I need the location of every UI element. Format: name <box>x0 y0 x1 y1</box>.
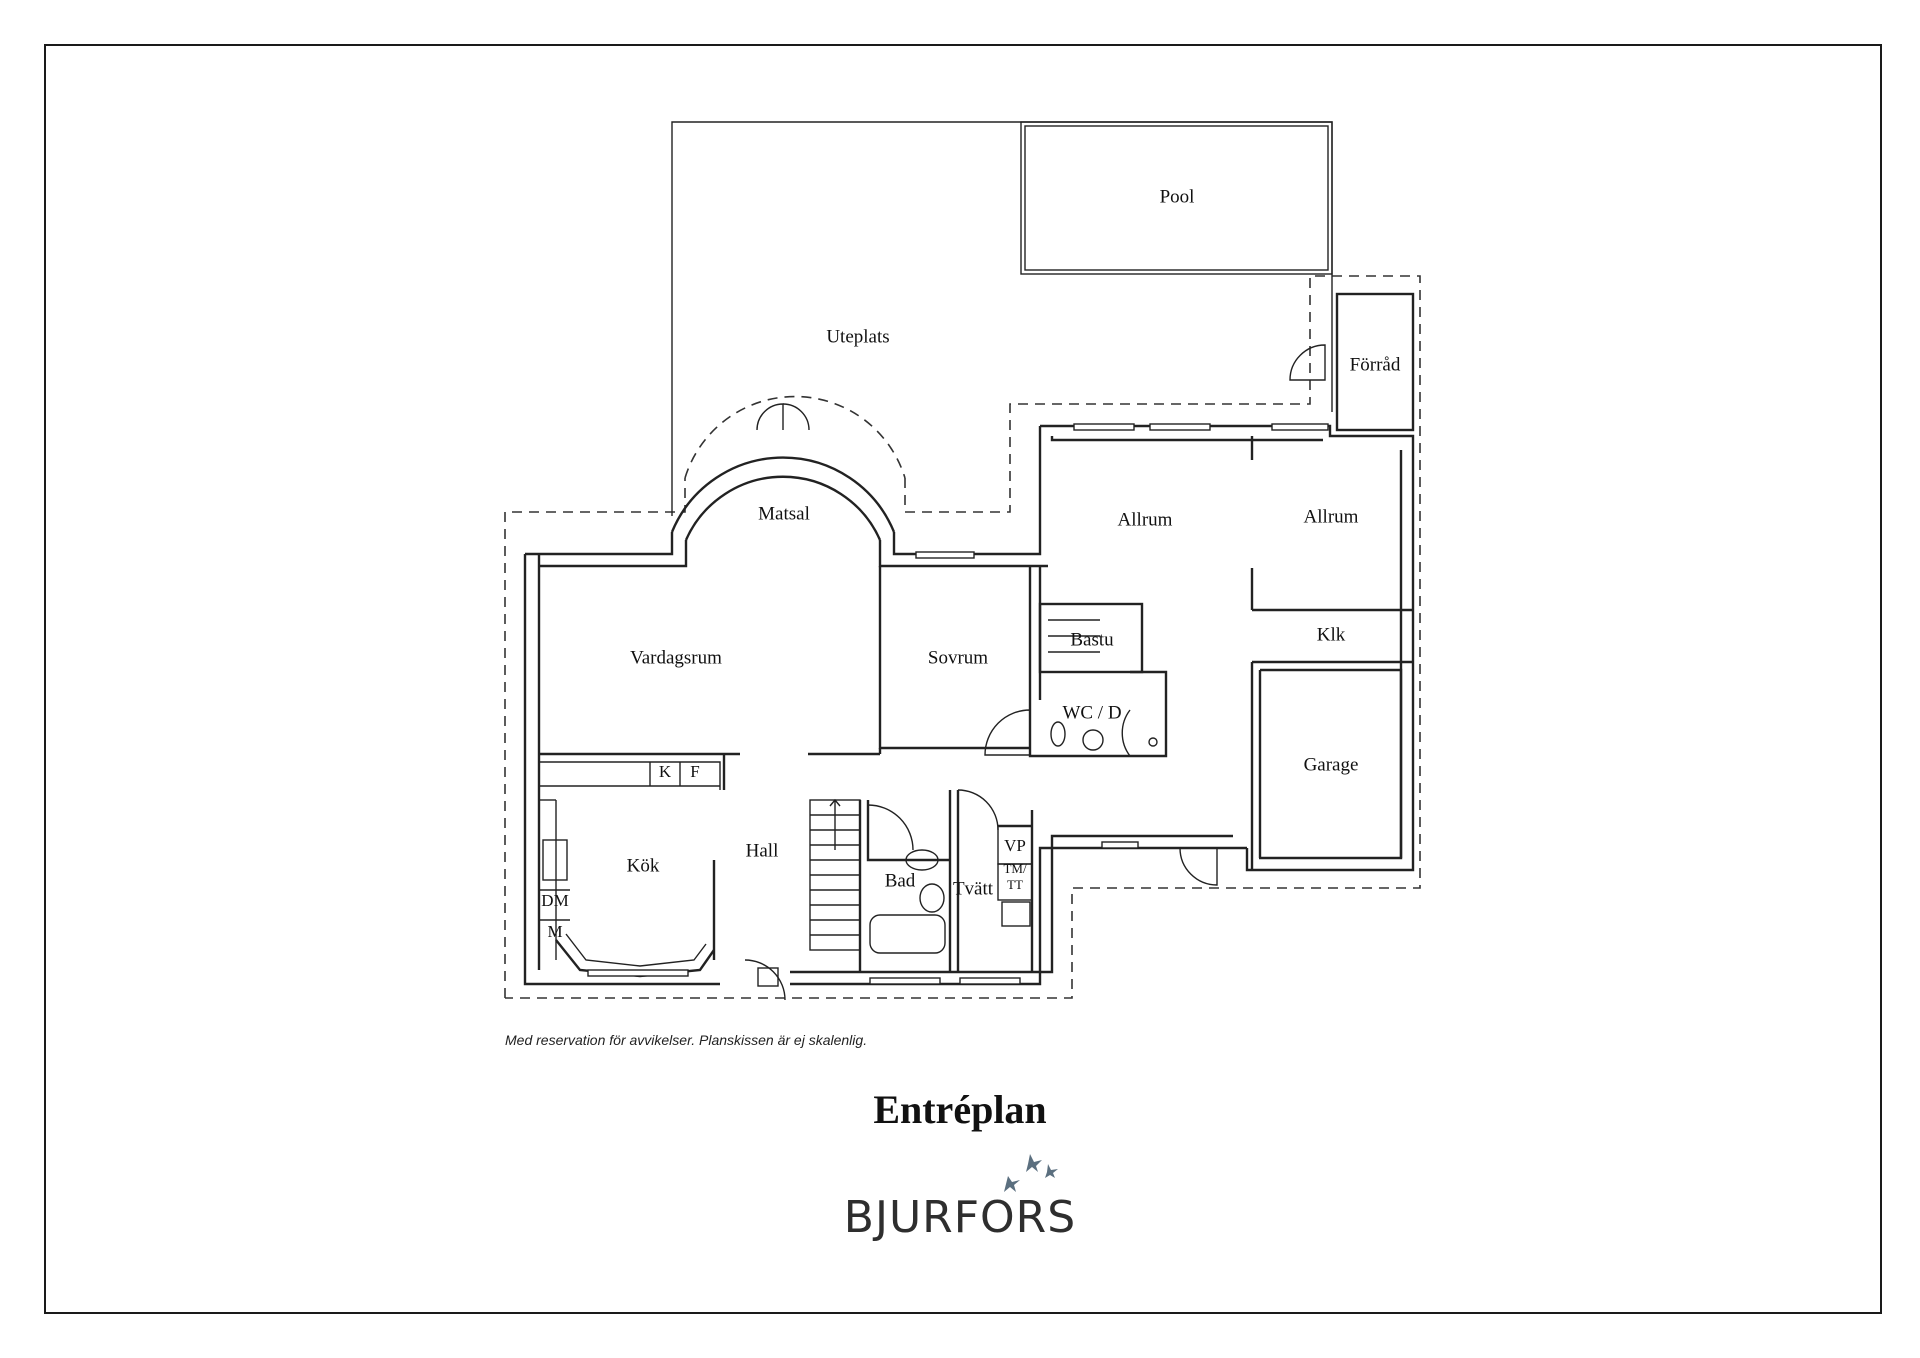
bird-logo-icon <box>1004 1154 1058 1192</box>
brand-name: BJURFORS <box>843 1192 1077 1243</box>
fixture-label-f: F <box>690 762 699 781</box>
room-label-allrum-2: Allrum <box>1304 506 1359 527</box>
storage-walls <box>1289 292 1415 432</box>
floor-title: Entréplan <box>873 1087 1047 1132</box>
room-label-bad: Bad <box>885 870 916 891</box>
windows <box>587 423 1329 985</box>
room-label-sovrum: Sovrum <box>928 647 988 668</box>
room-label-allrum-1: Allrum <box>1118 509 1173 530</box>
room-label-vardagsrum: Vardagsrum <box>630 647 722 668</box>
room-label-uteplats: Uteplats <box>826 326 889 347</box>
outdoor-dashed-outline <box>504 275 1421 999</box>
room-label-pool: Pool <box>1160 186 1195 207</box>
dining-double-door <box>756 403 810 431</box>
room-label-kok: Kök <box>627 855 660 876</box>
room-label-garage: Garage <box>1304 754 1359 775</box>
fixture-label-tm: TM/ <box>1003 861 1027 876</box>
room-label-wc-d: WC / D <box>1062 702 1121 723</box>
disclaimer-text: Med reservation för avvikelser. Planskis… <box>505 1032 868 1048</box>
page-frame <box>44 44 1882 1314</box>
fixture-label-m: M <box>547 922 562 941</box>
terrace-outline <box>671 121 1333 516</box>
room-label-bastu: Bastu <box>1070 629 1114 650</box>
room-label-matsal: Matsal <box>758 503 810 524</box>
fixture-label-dm: DM <box>541 891 568 910</box>
interior-walls <box>539 436 1413 1001</box>
room-label-forrad: Förråd <box>1350 354 1401 375</box>
brand-logo: BJURFORS <box>830 1150 1090 1243</box>
room-label-hall: Hall <box>746 840 779 861</box>
house-outer-walls <box>523 424 1415 986</box>
fixture-label-k: K <box>659 762 672 781</box>
fixture-label-tt: TT <box>1007 877 1023 892</box>
fixture-label-vp: VP <box>1004 836 1026 855</box>
room-label-tvatt: Tvätt <box>953 878 994 899</box>
room-label-klk: Klk <box>1317 624 1346 645</box>
